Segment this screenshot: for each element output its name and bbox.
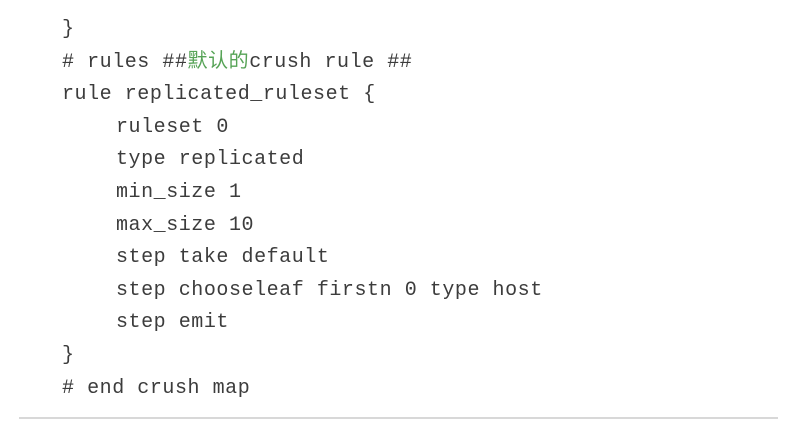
code-line: type replicated: [62, 144, 782, 177]
code-line: step take default: [62, 242, 782, 275]
code-segment: step chooseleaf firstn 0 type host: [116, 278, 543, 302]
code-segment: step take default: [116, 246, 330, 270]
code-segment: step emit: [116, 311, 229, 335]
code-line: # end crush map: [62, 373, 782, 406]
horizontal-divider: [19, 417, 778, 419]
code-segment: }: [62, 343, 75, 367]
code-segment: min_size 1: [116, 180, 242, 204]
code-line: rule replicated_ruleset {: [62, 79, 782, 112]
code-line: }: [62, 14, 782, 47]
code-segment: max_size 10: [116, 213, 255, 237]
code-segment-highlighted: 默认的: [187, 50, 250, 74]
code-listing: } # rules ##默认的crush rule ## rule replicat…: [62, 14, 782, 405]
code-line: min_size 1: [62, 177, 782, 210]
code-segment: crush rule ##: [249, 50, 413, 74]
code-line: # rules ##默认的crush rule ##: [62, 47, 782, 80]
code-segment: ruleset 0: [116, 115, 229, 139]
code-line: }: [62, 340, 782, 373]
code-line: ruleset 0: [62, 112, 782, 145]
code-line: step emit: [62, 307, 782, 340]
code-segment: # rules ##: [62, 50, 188, 74]
code-segment: }: [62, 18, 75, 41]
code-line: max_size 10: [62, 210, 782, 243]
code-segment: # end crush map: [62, 376, 251, 400]
code-segment: rule replicated_ruleset {: [62, 83, 376, 107]
code-segment: type replicated: [116, 148, 305, 172]
code-line: step chooseleaf firstn 0 type host: [62, 275, 782, 308]
